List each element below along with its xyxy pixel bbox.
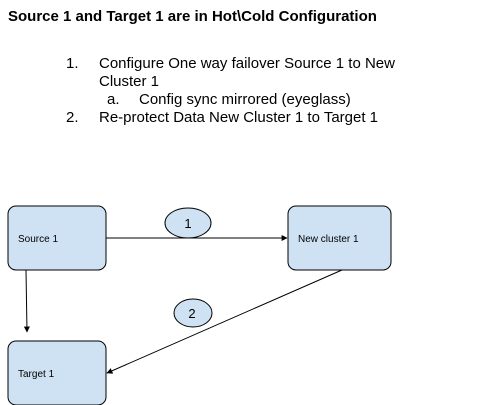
- edge-label-step-1: 1: [164, 207, 212, 239]
- node-box: [287, 205, 392, 271]
- node-box: [7, 205, 107, 271]
- edge-label-step-2: 2: [173, 298, 213, 328]
- step-item: 2. Re-protect Data New Cluster 1 to Targ…: [66, 109, 446, 127]
- node-label: Target 1: [18, 369, 55, 380]
- step-item: 1. Configure One way failover Source 1 t…: [66, 55, 446, 91]
- node-source-1: Source 1: [7, 205, 107, 271]
- node-box: [7, 340, 107, 405]
- steps-list: 1. Configure One way failover Source 1 t…: [66, 55, 446, 127]
- step-number: 1.: [66, 55, 79, 72]
- edge-label-text: 2: [188, 306, 195, 321]
- substep-item: a. Config sync mirrored (eyeglass): [66, 91, 446, 109]
- step-text: Configure One way failover Source 1 to N…: [99, 55, 395, 90]
- substep-text: Config sync mirrored (eyeglass): [139, 91, 351, 108]
- node-label: New cluster 1: [298, 234, 359, 245]
- page-title: Source 1 and Target 1 are in Hot\Cold Co…: [8, 8, 377, 25]
- node-label: Source 1: [18, 234, 58, 245]
- node-target-1: Target 1: [7, 340, 107, 405]
- substep-number: a.: [107, 91, 120, 108]
- step-text: Re-protect Data New Cluster 1 to Target …: [99, 109, 379, 126]
- step-number: 2.: [66, 109, 79, 126]
- edge-label-bubble: [173, 298, 213, 328]
- edge-new-cluster-to-target: [106, 269, 343, 374]
- node-new-cluster-1: New cluster 1: [287, 205, 392, 271]
- edge-label-text: 1: [184, 216, 191, 231]
- edge-source-to-target: [23, 269, 30, 333]
- edge-label-bubble: [164, 207, 212, 239]
